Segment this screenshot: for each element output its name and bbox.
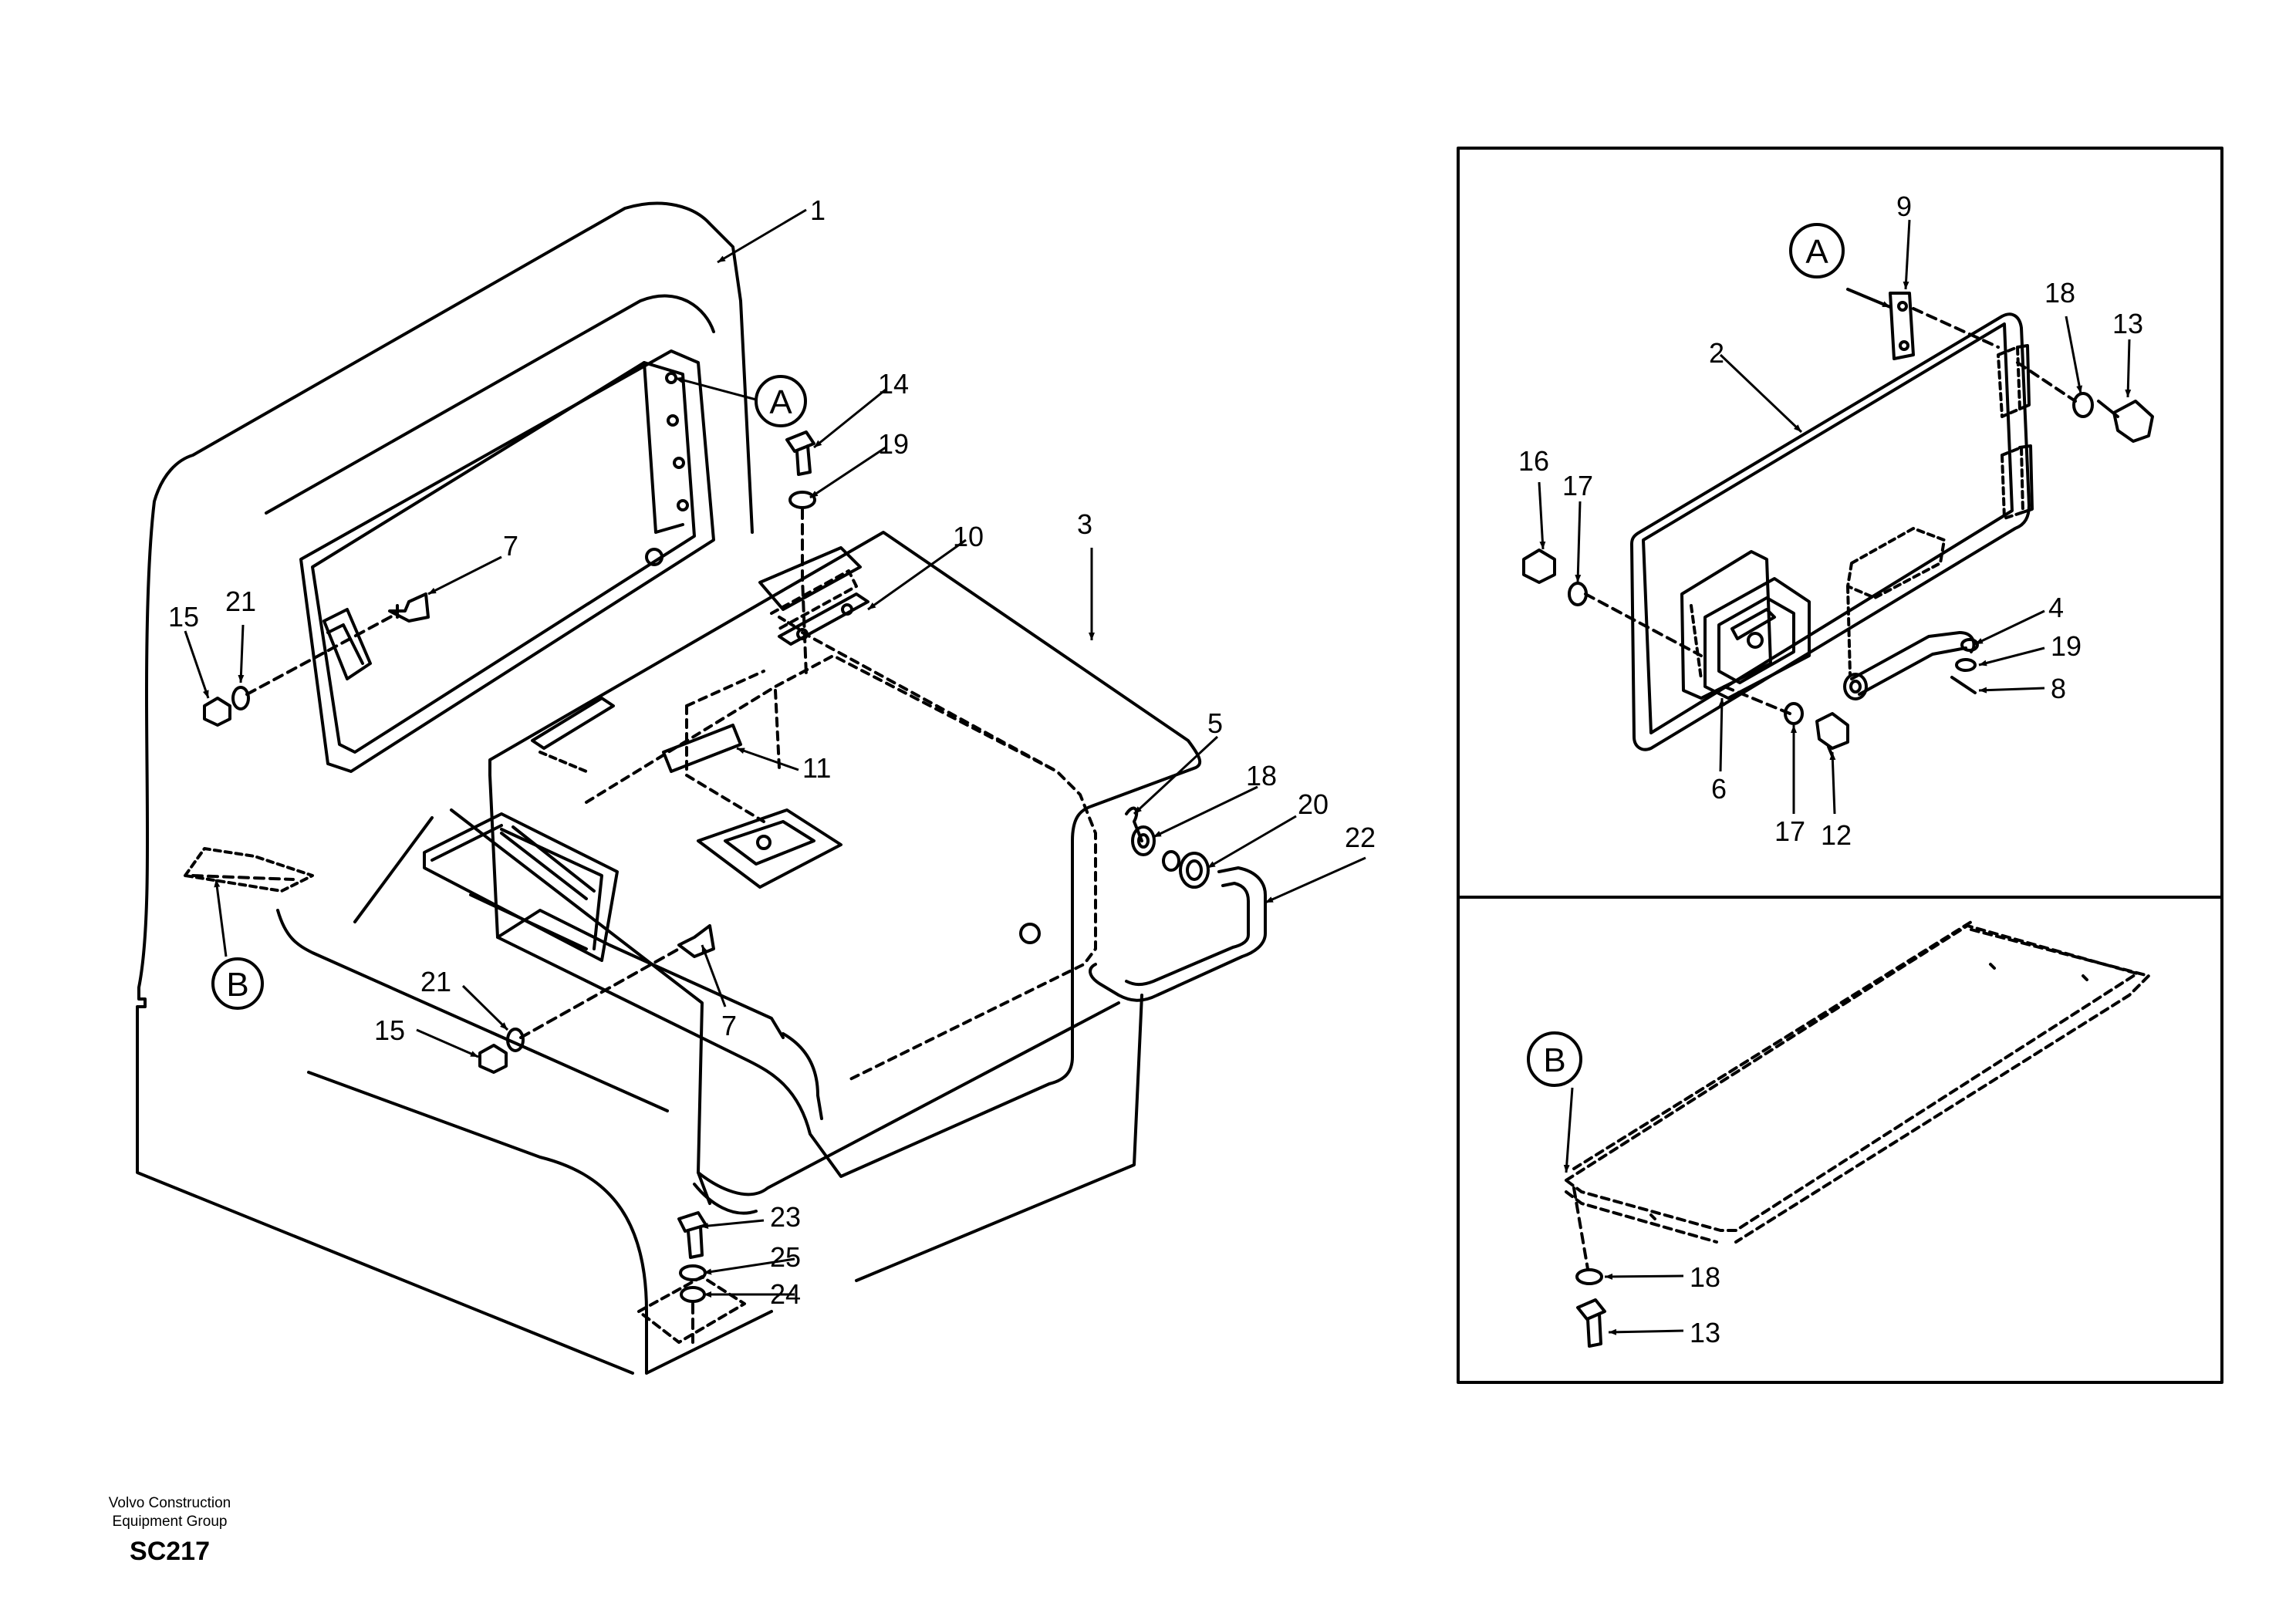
door-rod [1850,631,1976,696]
bolt-23 [677,1211,707,1259]
label-part-12: 12 [1821,819,1852,851]
label-part-7-bottom: 7 [721,1010,737,1041]
nut-15-top [203,697,231,727]
washer-20 [1179,852,1210,889]
washer-21-top [231,686,250,710]
label-part-13-detail: 13 [2112,308,2143,339]
label-part-19: 19 [878,428,909,460]
tray-b [1565,924,2139,1232]
pin-8 [1950,676,1977,694]
label-part-22: 22 [1345,822,1376,853]
washer-21-bottom [506,1028,525,1052]
label-part-9: 9 [1896,191,1912,222]
bolt-13-b [1576,1298,1606,1348]
callout-b-main: B [211,957,264,1010]
detail-a-labels: 9 2 18 13 16 17 4 19 8 6 17 12 [1518,191,2143,851]
door-hinge-top [2016,344,2031,410]
bolt-14 [785,430,815,476]
nut-15-bottom [478,1044,508,1074]
callout-a-main: A [755,375,807,427]
nut-16 [1522,548,1556,584]
label-part-7-top: 7 [503,530,518,562]
label-part-16: 16 [1518,445,1549,477]
washer-19-main [788,491,816,509]
label-part-18-main: 18 [1246,760,1277,791]
callout-b-detail: B [1527,1031,1582,1087]
washer-17-right [1784,702,1804,725]
washer-19-detail [1955,658,1977,672]
svg-text:B: B [1543,1041,1565,1079]
standoff-7-top [388,592,430,623]
bracket-10 [778,592,869,646]
door-panel [1630,312,2031,751]
label-part-4: 4 [2048,592,2064,623]
label-part-19-detail: 19 [2051,630,2082,662]
svg-text:B: B [226,966,248,1004]
label-part-15-bottom: 15 [374,1014,405,1046]
label-part-24: 24 [770,1278,801,1310]
cabinet-housing [136,201,1143,1375]
main-assembly [136,201,1267,1375]
bolt-12 [1815,712,1849,758]
label-part-17-right: 17 [1774,815,1805,847]
label-part-5: 5 [1207,707,1223,739]
cover-panel [488,531,1202,1178]
hinge-bracket [531,697,615,750]
washer-18-b [1575,1268,1603,1285]
label-part-3: 3 [1077,508,1092,540]
handle [1089,866,1267,1002]
washer-17-left [1568,582,1588,606]
svg-text:A: A [769,383,792,421]
label-part-20: 20 [1298,788,1329,820]
latch-rod [500,825,596,900]
detail-a [1522,288,2154,758]
cover-lock [697,808,842,889]
callout-a-detail: A [1789,223,1845,278]
label-part-10: 10 [953,521,984,552]
standoff-7-bottom [677,924,715,958]
washer-small [1162,850,1180,872]
label-part-14: 14 [878,368,909,400]
label-part-13-b: 13 [1690,1317,1720,1348]
block-part-11 [662,724,742,773]
detail-b-labels: 18 13 [1690,1261,1720,1348]
label-part-21-bottom: 21 [420,966,451,997]
label-part-11: 11 [802,752,831,784]
footer-drawing-code: SC217 [130,1537,210,1566]
bolt-13-detail [2097,400,2154,443]
svg-text:A: A [1805,233,1828,271]
detail-b [1565,920,2150,1348]
washer-24 [680,1286,706,1303]
label-part-21-top: 21 [225,586,256,617]
striker-plate [1889,292,1915,360]
label-part-18-b: 18 [1690,1261,1720,1293]
footer-company-line-1: Volvo Construction [108,1495,231,1511]
window-frame [299,349,715,773]
label-part-17-left: 17 [1562,470,1593,501]
label-part-15-top: 15 [168,601,199,633]
label-part-1: 1 [810,194,826,226]
label-part-23: 23 [770,1201,801,1233]
washer-18 [1131,825,1156,856]
detail-panel-frame [1457,147,2223,1384]
washer-18-detail [2072,392,2094,418]
washer-25 [679,1264,707,1281]
window-latch [322,608,372,680]
door-hinge-bottom [2018,444,2034,514]
label-part-8: 8 [2051,673,2066,704]
label-part-25: 25 [770,1241,801,1273]
label-part-18-detail: 18 [2044,277,2075,309]
footer-company-line-2: Equipment Group [112,1514,228,1530]
label-part-6: 6 [1711,773,1727,805]
tray-left [184,847,314,893]
main-part-labels: 1 14 19 10 3 7 11 5 18 20 22 15 21 7 21 … [168,194,1376,1310]
label-part-2: 2 [1709,337,1724,369]
